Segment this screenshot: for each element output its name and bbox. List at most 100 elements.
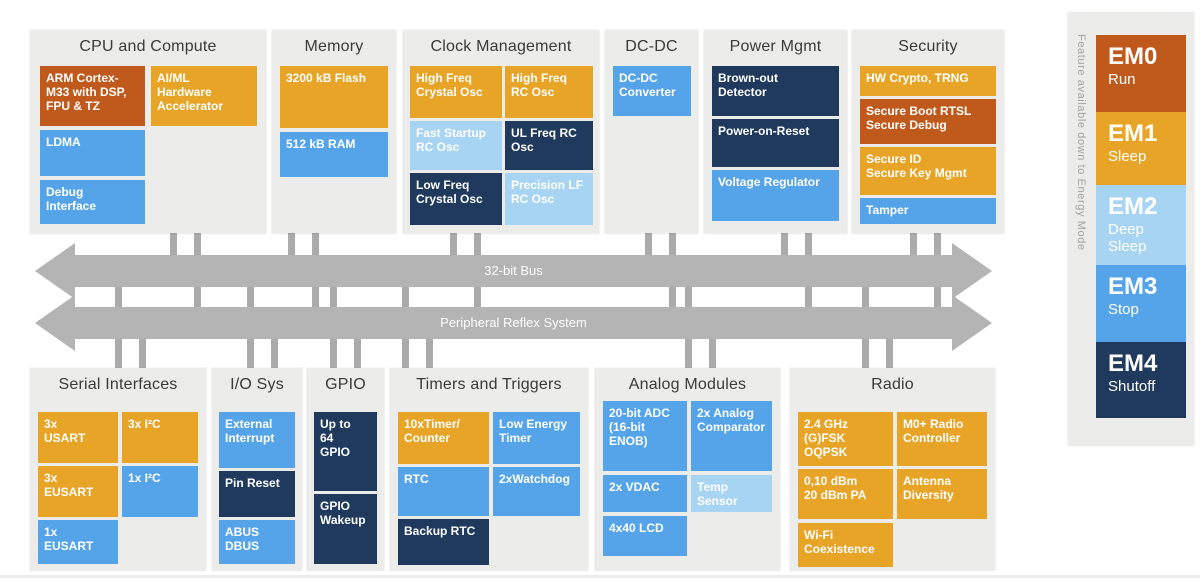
tile-up-to: Up to 64 GPIO (314, 412, 377, 491)
tile-high-freq: High Freq Crystal Osc (410, 66, 502, 118)
tile-low-energy: Low Energy Timer (493, 412, 580, 464)
connector-top-2-a (450, 230, 457, 270)
tile-temp: Temp Sensor (691, 475, 772, 512)
tile-brown-out: Brown-out Detector (712, 66, 839, 116)
tile-2xwatchdog: 2xWatchdog (493, 467, 580, 516)
tile-gpio: GPIO Wakeup (314, 494, 377, 564)
group-timers-and-triggers-title: Timers and Triggers (416, 376, 562, 393)
tile-secure-id: Secure ID Secure Key Mgmt (860, 147, 996, 195)
tile-external: External Interrupt (219, 412, 295, 468)
tile-ai-ml: AI/ML Hardware Accelerator (151, 66, 257, 126)
bus-prs-shaft (73, 307, 954, 339)
group-radio-title: Radio (871, 376, 914, 393)
tile-arm-cortex: ARM Cortex- M33 with DSP, FPU & TZ (40, 66, 145, 126)
tile-m0-radio: M0+ Radio Controller (897, 412, 987, 466)
energy-mode-label: Sleep (1108, 147, 1147, 165)
energy-panel-vertical-label: Feature available down to Energy Mode (1075, 34, 1087, 251)
tile-4x40-lcd: 4x40 LCD (603, 516, 687, 556)
tile-antenna: Antenna Diversity (897, 469, 987, 519)
tile-3x: 3x USART (38, 412, 118, 463)
tile-precision-lf: Precision LF RC Osc (505, 173, 593, 225)
tile-secure-boot-rtsl: Secure Boot RTSL Secure Debug (860, 99, 996, 144)
tile-2x-vdac: 2x VDAC (603, 475, 687, 512)
bottom-divider (0, 575, 1200, 578)
tile-pin-reset: Pin Reset (219, 471, 295, 517)
group-gpio-title: GPIO (325, 376, 366, 393)
tile-fast-startup: Fast Startup RC Osc (410, 121, 502, 170)
bus-prs: Peripheral Reflex System (35, 295, 992, 351)
tile-10xtimer: 10xTimer/ Counter (398, 412, 489, 464)
tile-3200-kb-flash: 3200 kB Flash (280, 66, 388, 128)
group-io-sys-title: I/O Sys (230, 376, 284, 393)
connector-top-5-a (910, 230, 917, 270)
energy-mode-label: Deep Sleep (1108, 220, 1147, 255)
tile-voltage-regulator: Voltage Regulator (712, 170, 839, 221)
group-serial-interfaces-title: Serial Interfaces (58, 376, 178, 393)
bus-32bit-label: 32-bit Bus (484, 263, 543, 278)
bus-32bit-right-arrowhead (952, 243, 992, 299)
connector-bottom-2-b (354, 324, 361, 370)
connector-bottom-0-b (139, 324, 146, 370)
energy-mode-code: EM2 (1108, 193, 1158, 220)
connector-top-4-a (781, 230, 788, 270)
tile-512-kb-ram: 512 kB RAM (280, 132, 388, 177)
bus-prs-right-arrowhead (952, 295, 992, 351)
tile-low-freq: Low Freq Crystal Osc (410, 173, 502, 225)
tile-rtc: RTC (398, 467, 489, 516)
group-memory-title: Memory (304, 38, 364, 55)
group-analog-modules-title: Analog Modules (628, 376, 747, 393)
tile-0-10-dbm: 0,10 dBm 20 dBm PA (798, 469, 893, 519)
tile-ldma: LDMA (40, 130, 145, 176)
bus-prs-left-arrowhead (35, 295, 75, 351)
tile-3x-i-c: 3x I²C (122, 412, 198, 463)
bus-prs-label: Peripheral Reflex System (440, 315, 587, 330)
tile-1x: 1x EUSART (38, 520, 118, 564)
tile-20-bit-adc: 20-bit ADC (16-bit ENOB) (603, 401, 687, 471)
bus-32bit: 32-bit Bus (35, 243, 992, 299)
connector-bottom-3-b (426, 324, 433, 370)
energy-mode-label: Run (1108, 70, 1136, 88)
group-cpu-and-compute-title: CPU and Compute (79, 38, 217, 55)
tile-2x-analog: 2x Analog Comparator (691, 401, 772, 471)
energy-mode-label: Stop (1108, 300, 1139, 318)
connector-top-1-a (288, 230, 295, 270)
tile-power-on-reset: Power-on-Reset (712, 119, 839, 167)
tile-ul-freq-rc: UL Freq RC Osc (505, 121, 593, 170)
connector-top-3-a (645, 230, 652, 270)
bus-32bit-left-arrowhead (35, 243, 75, 299)
connector-bottom-1-b (271, 324, 278, 370)
group-clock-management-title: Clock Management (430, 38, 572, 55)
tile-wi-fi: Wi-Fi Coexistence (798, 523, 893, 567)
energy-mode-code: EM3 (1108, 273, 1158, 300)
tile-high-freq: High Freq RC Osc (505, 66, 593, 118)
connector-bottom-4-b (709, 324, 716, 370)
tile-debug: Debug Interface (40, 180, 145, 224)
group-dc-dc-title: DC-DC (625, 38, 678, 55)
connector-bottom-5-b (886, 324, 893, 370)
group-power-mgmt-title: Power Mgmt (729, 38, 822, 55)
tile-backup-rtc: Backup RTC (398, 519, 489, 565)
energy-mode-code: EM4 (1108, 350, 1158, 377)
tile-hw-crypto-trng: HW Crypto, TRNG (860, 66, 996, 96)
tile-1x-i-c: 1x I²C (122, 466, 198, 517)
energy-mode-label: Shutoff (1108, 377, 1156, 395)
tile-3x: 3x EUSART (38, 466, 118, 517)
energy-modes-panel: Feature available down to Energy Mode EM… (1068, 12, 1194, 445)
tile-tamper: Tamper (860, 198, 996, 224)
